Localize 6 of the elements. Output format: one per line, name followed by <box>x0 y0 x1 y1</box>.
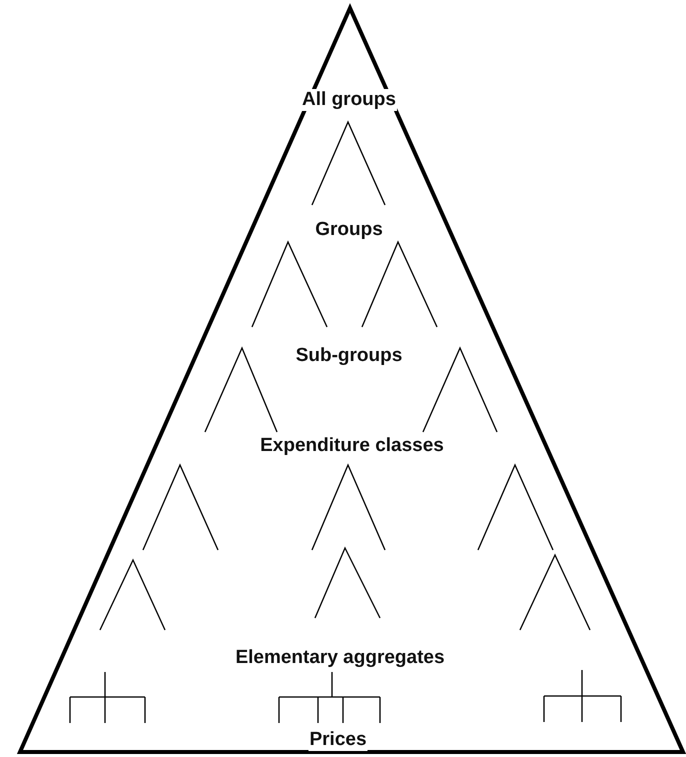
level-label: Groups <box>314 219 384 241</box>
level-label: All groups <box>301 89 397 111</box>
level-label: Elementary aggregates <box>234 647 446 669</box>
level-label: Expenditure classes <box>259 435 445 457</box>
level-label: Sub-groups <box>294 345 404 367</box>
level-label: Prices <box>308 729 368 751</box>
